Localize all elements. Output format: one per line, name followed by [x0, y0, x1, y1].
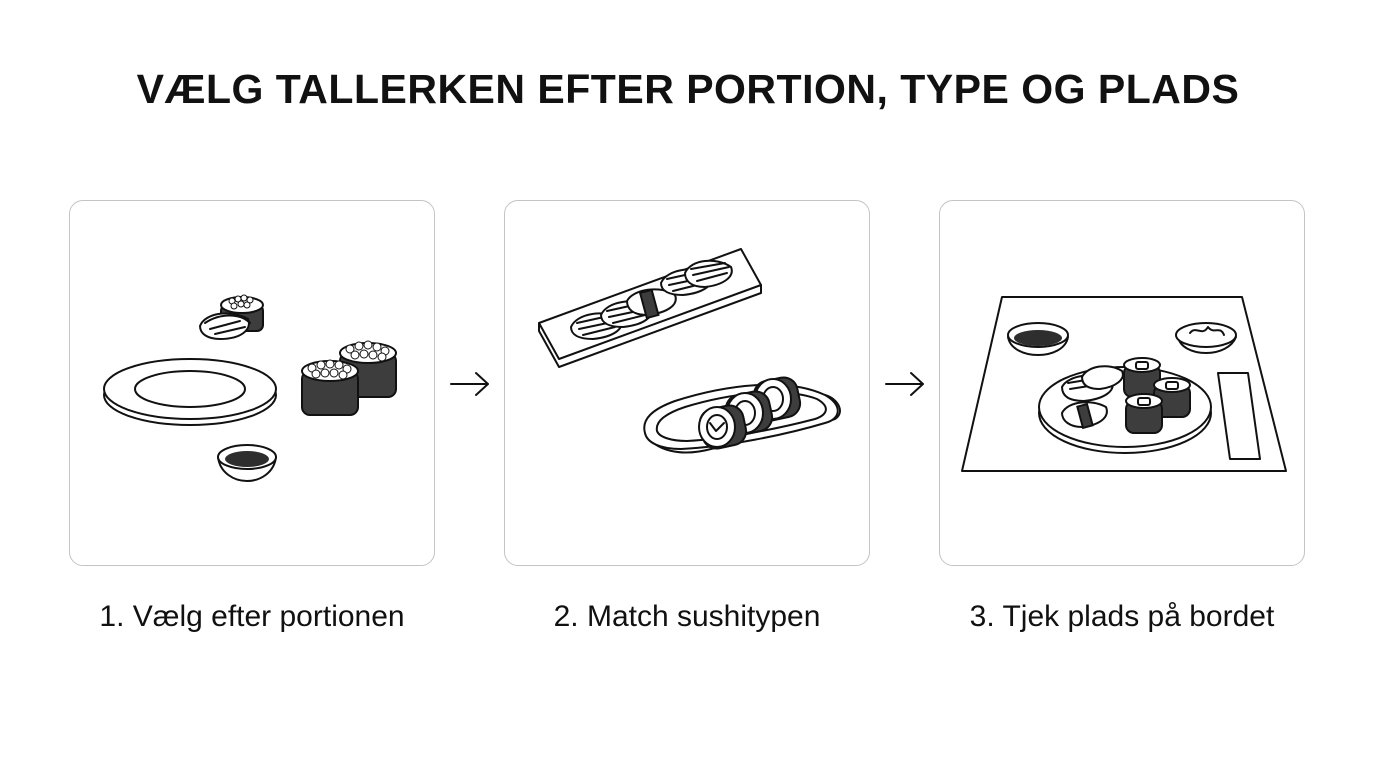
arrow-right-icon	[450, 372, 489, 396]
step-3-caption: 3. Tjek plads på bordet	[969, 600, 1275, 633]
arrow-right-icon	[885, 372, 924, 396]
plate-with-sushi-and-soy-bowl-icon	[103, 294, 397, 482]
table-setting-icon	[961, 296, 1287, 472]
step-1-panel	[69, 200, 435, 566]
step-2-caption: 2. Match sushitypen	[553, 600, 821, 633]
long-tray-and-oval-dish-icon	[538, 248, 841, 454]
step-3-panel	[939, 200, 1305, 566]
step-2-panel	[504, 200, 870, 566]
page-title: VÆLG TALLERKEN EFTER PORTION, TYPE OG PL…	[136, 66, 1240, 112]
step-1-caption: 1. Vælg efter portionen	[99, 600, 405, 633]
